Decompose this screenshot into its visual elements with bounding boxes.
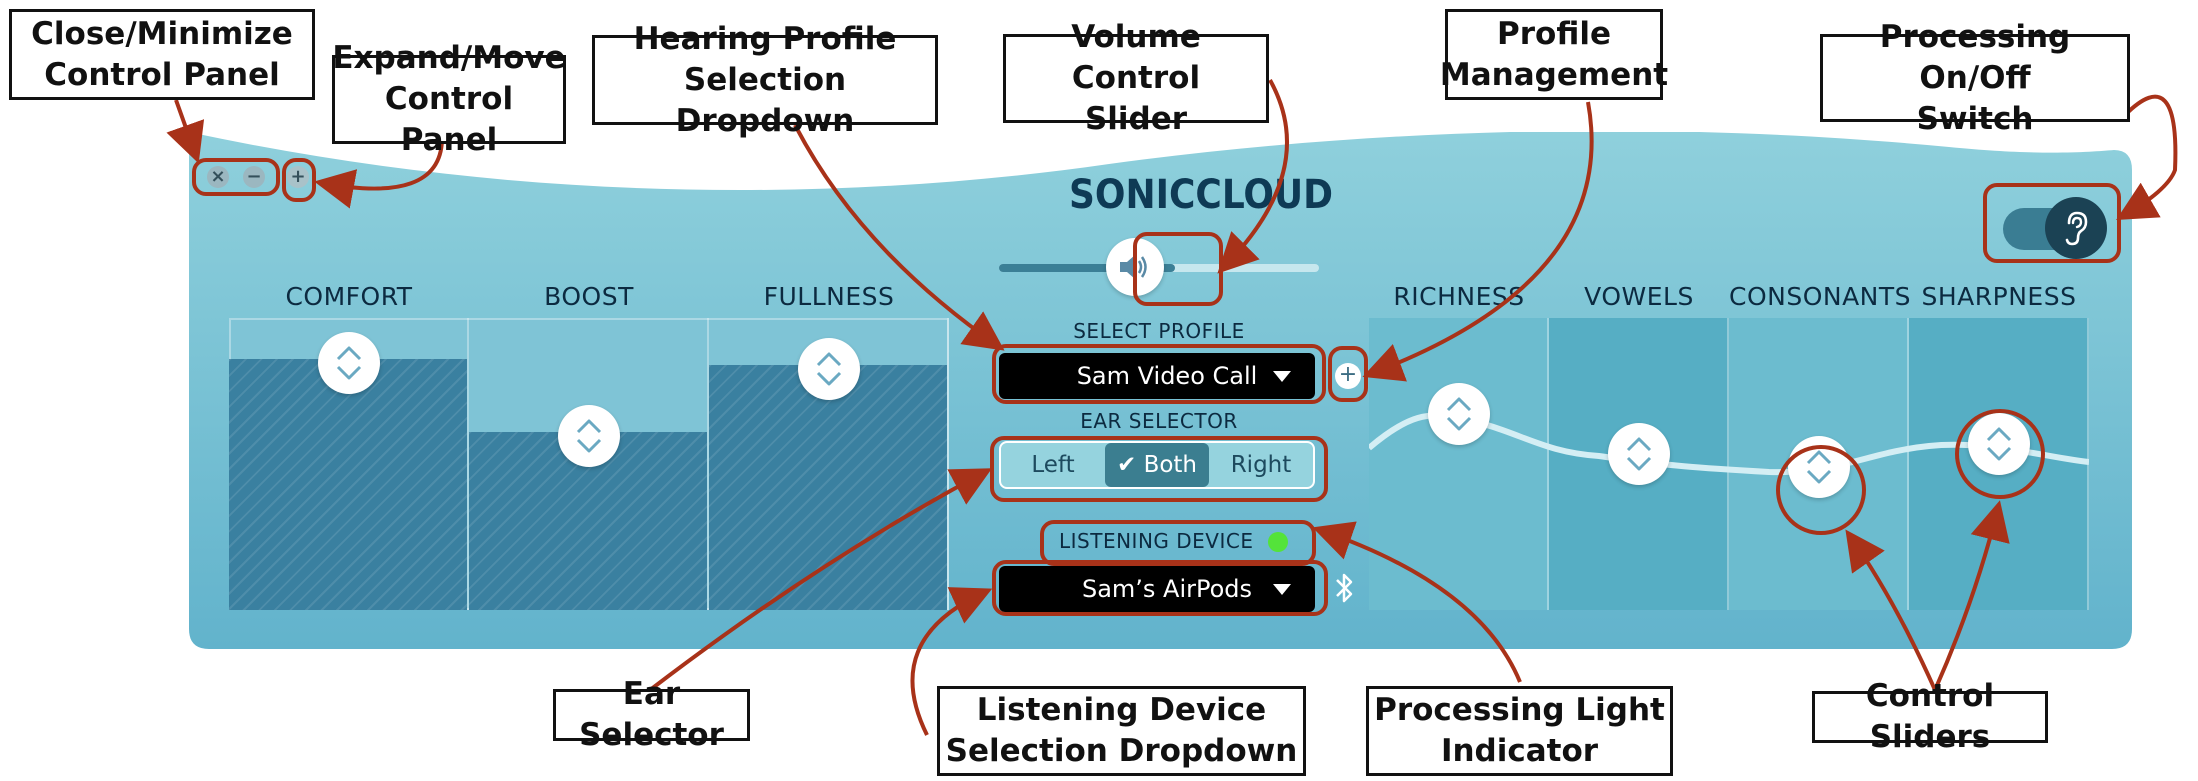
- callout-line: Selection Dropdown: [675, 61, 855, 139]
- callout-line: Control Panel: [384, 81, 514, 158]
- callout-line: Switch: [1916, 100, 2034, 137]
- ear-option-right[interactable]: Right: [1230, 452, 1292, 478]
- column-label-sharpness: SHARPNESS: [1921, 282, 2077, 311]
- callout-line: Management: [1439, 56, 1669, 93]
- chevron-updown-icon: [336, 346, 362, 380]
- highlight-profile-dropdown: [992, 344, 1326, 404]
- ear-selector[interactable]: Left ✔ Both Right: [999, 441, 1315, 489]
- callout-hearing-profile: Hearing Profile Selection Dropdown: [592, 21, 938, 139]
- callout-line: Indicator: [1440, 733, 1599, 769]
- speaker-icon: [1120, 255, 1147, 279]
- callout-line: Control Panel: [44, 56, 280, 93]
- callout-line: Listening Device: [976, 692, 1267, 728]
- slider-fill: [229, 359, 467, 610]
- slider-knob-vowels[interactable]: [1608, 423, 1670, 485]
- bluetooth-icon: [1336, 573, 1353, 603]
- chevron-updown-icon: [816, 352, 842, 386]
- highlight-sharpness-slider: [1955, 409, 2045, 499]
- highlight-processing-switch: [1983, 183, 2121, 263]
- profile-value: Sam Video Call: [1076, 362, 1258, 390]
- callout-ear-selector: Ear Selector: [553, 676, 750, 753]
- slider-comfort[interactable]: [229, 318, 469, 610]
- callout-processing-switch: Processing On/Off Switch: [1820, 19, 2130, 137]
- highlight-device-dropdown: [992, 560, 1328, 616]
- minimize-icon[interactable]: −: [243, 166, 265, 188]
- callout-control-sliders: Control Sliders: [1812, 678, 2048, 755]
- listening-device-dropdown[interactable]: Sam’s AirPods: [999, 566, 1315, 612]
- slider-knob-boost[interactable]: [558, 405, 620, 467]
- highlight-close-minimize: [192, 158, 280, 196]
- column-label-comfort: COMFORT: [285, 282, 413, 311]
- callout-profile-management: Profile Management: [1440, 9, 1668, 100]
- callout-line: Profile: [1497, 15, 1611, 52]
- chevron-updown-icon: [1626, 437, 1652, 471]
- column-label-boost: BOOST: [544, 282, 634, 311]
- ear-selector-label: EAR SELECTOR: [1080, 409, 1238, 433]
- ear-icon: [2065, 211, 2088, 246]
- select-profile-label: SELECT PROFILE: [1073, 319, 1245, 343]
- highlight-consonants-slider: [1776, 445, 1866, 535]
- listening-device-label: LISTENING DEVICE: [1059, 529, 1254, 553]
- chevron-updown-icon: [576, 419, 602, 453]
- ear-option-both[interactable]: ✔ Both: [1105, 443, 1209, 487]
- ear-option-left[interactable]: Left: [1031, 452, 1075, 478]
- slider-knob-comfort[interactable]: [318, 332, 380, 394]
- close-icon[interactable]: ×: [207, 166, 229, 188]
- callout-line: Selection Dropdown: [945, 733, 1298, 769]
- callout-line: Expand/Move: [332, 40, 566, 76]
- callout-line: Control Sliders: [1865, 678, 1995, 755]
- slider-fullness[interactable]: [709, 318, 949, 610]
- slider-knob-fullness[interactable]: [798, 338, 860, 400]
- slider-knob-richness[interactable]: [1428, 383, 1490, 445]
- processing-switch-knob[interactable]: [2045, 197, 2107, 259]
- caret-down-icon: [1273, 370, 1291, 382]
- callout-expand-move: Expand/Move Control Panel: [332, 40, 566, 158]
- volume-fill: [999, 264, 1175, 272]
- callout-line: Close/Minimize: [31, 15, 293, 52]
- callout-line: Ear Selector: [579, 676, 724, 753]
- callout-line: Processing Light: [1374, 692, 1665, 728]
- callout-volume: Volume Control Slider: [1003, 19, 1269, 137]
- profile-dropdown[interactable]: Sam Video Call: [999, 353, 1315, 399]
- slider-fill: [709, 365, 947, 610]
- callout-line: Hearing Profile: [633, 20, 897, 57]
- processing-light: [1268, 532, 1288, 552]
- column-label-fullness: FULLNESS: [763, 282, 895, 311]
- chevron-updown-icon: [1446, 397, 1472, 431]
- callout-line: Processing On/Off: [1879, 18, 2071, 96]
- callout-line: Slider: [1084, 101, 1188, 137]
- highlight-expand: [282, 158, 316, 202]
- callout-listening-device: Listening Device Selection Dropdown: [937, 686, 1306, 776]
- caret-down-icon: [1273, 583, 1291, 595]
- callout-close-minimize: Close/Minimize Control Panel: [9, 9, 315, 100]
- column-label-vowels: VOWELS: [1584, 282, 1694, 311]
- column-label-consonants: CONSONANTS: [1729, 282, 1912, 311]
- listening-device-value: Sam’s AirPods: [1081, 575, 1253, 603]
- add-profile-button[interactable]: +: [1335, 363, 1361, 389]
- callout-line: Volume Control: [1071, 19, 1201, 96]
- callout-processing-light: Processing Light Indicator: [1366, 686, 1673, 776]
